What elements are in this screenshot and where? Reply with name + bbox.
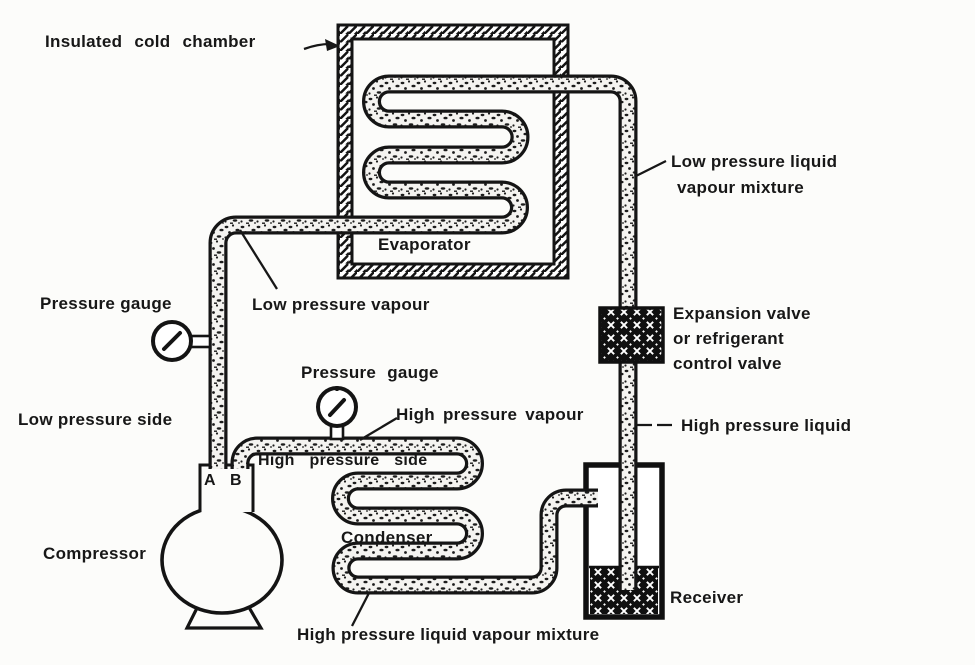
label-port-a: A [204,472,216,489]
label-pressure-gauge-high: Pressure gauge [301,363,439,382]
label-expansion-valve-line1: Expansion valve [673,304,811,323]
label-condenser: Condenser [341,528,433,547]
leader-lines [239,39,676,627]
label-port-b: B [230,472,242,489]
compressor-body [160,463,284,630]
pressure-gauge-high-icon [316,386,358,441]
expansion-valve [598,306,665,364]
label-insulated-cold-chamber: Insulated cold chamber [45,32,256,51]
label-receiver: Receiver [670,588,744,607]
pressure-gauge-low-icon [151,320,212,362]
label-high-pressure-vapour: High pressure vapour [396,405,584,424]
label-evaporator: Evaporator [378,235,471,254]
label-low-pressure-vapour: Low pressure vapour [252,295,430,314]
label-pressure-gauge-low: Pressure gauge [40,294,172,313]
leader-low-pressure-liquid [635,159,667,178]
evaporator-coil-pipe [208,74,638,469]
label-compressor: Compressor [43,544,147,563]
label-expansion-valve-line2: or refrigerant [673,329,784,348]
label-expansion-valve-line3: control valve [673,354,782,373]
label-high-pressure-liquid-vapour-mixture: High pressure liquid vapour mixture [297,625,600,644]
condenser-coil-pipe [230,436,598,595]
label-high-pressure-liquid: High pressure liquid [681,416,852,435]
label-low-pressure-side: Low pressure side [18,410,173,429]
leader-hp-liquid-vapour-mixture [350,592,371,627]
chamber-arrowhead [325,39,340,51]
label-low-pressure-liquid-mixture-line1: Low pressure liquid [671,152,838,171]
leader-low-pressure-vapour [239,229,278,290]
leader-high-pressure-vapour [359,417,398,441]
label-high-pressure-side: High pressure side [258,452,428,469]
label-low-pressure-liquid-mixture-line2: vapour mixture [677,178,805,197]
